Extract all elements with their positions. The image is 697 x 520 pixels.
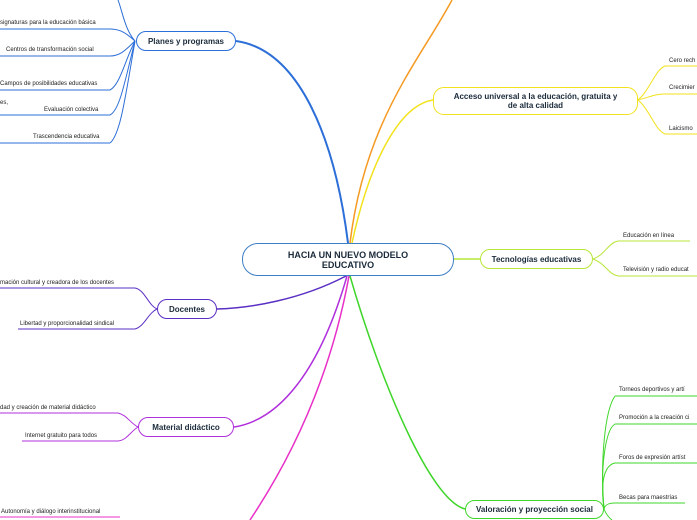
branch-tecnologias-educativas[interactable]: Tecnologías educativas <box>480 249 593 269</box>
branch-docentes[interactable]: Docentes <box>157 299 217 319</box>
leaf-campos-posibilidades-educativas[interactable]: Campos de posibilidades educativas <box>0 81 98 87</box>
leaf-creacion-material-didactico[interactable]: dad y creación de material didáctico <box>0 405 96 411</box>
leaf-centros-transformacion-social[interactable]: Centros de transformación social <box>6 47 94 53</box>
central-topic-label: HACIA UN NUEVO MODELO EDUCATIVO <box>287 249 409 270</box>
branch-acceso-universal[interactable]: Acceso universal a la educación, gratuit… <box>433 87 638 115</box>
branch-label: Tecnologías educativas <box>491 254 582 264</box>
branch-label: Acceso universal a la educación, gratuit… <box>453 92 618 110</box>
branch-valoracion-proyeccion-social[interactable]: Valoración y proyección social <box>465 500 604 519</box>
leaf-television-radio-educativa[interactable]: Televisión y radio educat <box>623 267 689 273</box>
leaf-educacion-en-linea[interactable]: Educación en línea <box>623 233 675 239</box>
branch-planes-y-programas[interactable]: Planes y programas <box>136 31 236 51</box>
leaf-internet-gratuito[interactable]: Internet gratuito para todos <box>25 433 98 439</box>
leaf-trascendencia-educativa[interactable]: Trascendencia educativa <box>33 134 100 140</box>
branch-label: Planes y programas <box>147 36 225 46</box>
branch-material-didactico[interactable]: Material didáctico <box>138 417 234 437</box>
leaf-evaluacion-colectiva[interactable]: Evaluación colectiva <box>44 107 99 113</box>
leaf-fragment[interactable]: es, <box>0 100 9 106</box>
leaf-crecimiento[interactable]: Crecimier <box>669 85 695 91</box>
leaf-laicismo[interactable]: Laicismo <box>669 126 693 132</box>
leaf-libertad-proporcionalidad-sindical[interactable]: Libertad y proporcionalidad sindical <box>20 321 115 327</box>
leaf-torneos-deportivos[interactable]: Torneos deportivos y artí <box>619 387 685 393</box>
leaf-formacion-cultural-docentes[interactable]: mación cultural y creadora de los docent… <box>0 280 115 286</box>
branch-label: Docentes <box>168 304 205 314</box>
leaf-autonomia-dialogo-interinstitucional[interactable]: Autonomía y diálogo interinstitucional <box>1 509 101 515</box>
branch-label: Valoración y proyección social <box>476 505 593 514</box>
leaf-becas-maestrias[interactable]: Becas para maestrías <box>619 495 678 501</box>
central-topic[interactable]: HACIA UN NUEVO MODELO EDUCATIVO <box>242 243 454 276</box>
leaf-promocion-creacion[interactable]: Promoción a la creación ci <box>619 415 690 421</box>
branch-label: Material didáctico <box>152 422 220 432</box>
leaf-asignaturas-educacion-basica[interactable]: signaturas para la educación básica <box>0 20 96 26</box>
leaf-cero-rechazo[interactable]: Cero rech <box>669 58 696 64</box>
leaf-foros-expresion-artistica[interactable]: Foros de expresión artíst <box>619 455 686 461</box>
